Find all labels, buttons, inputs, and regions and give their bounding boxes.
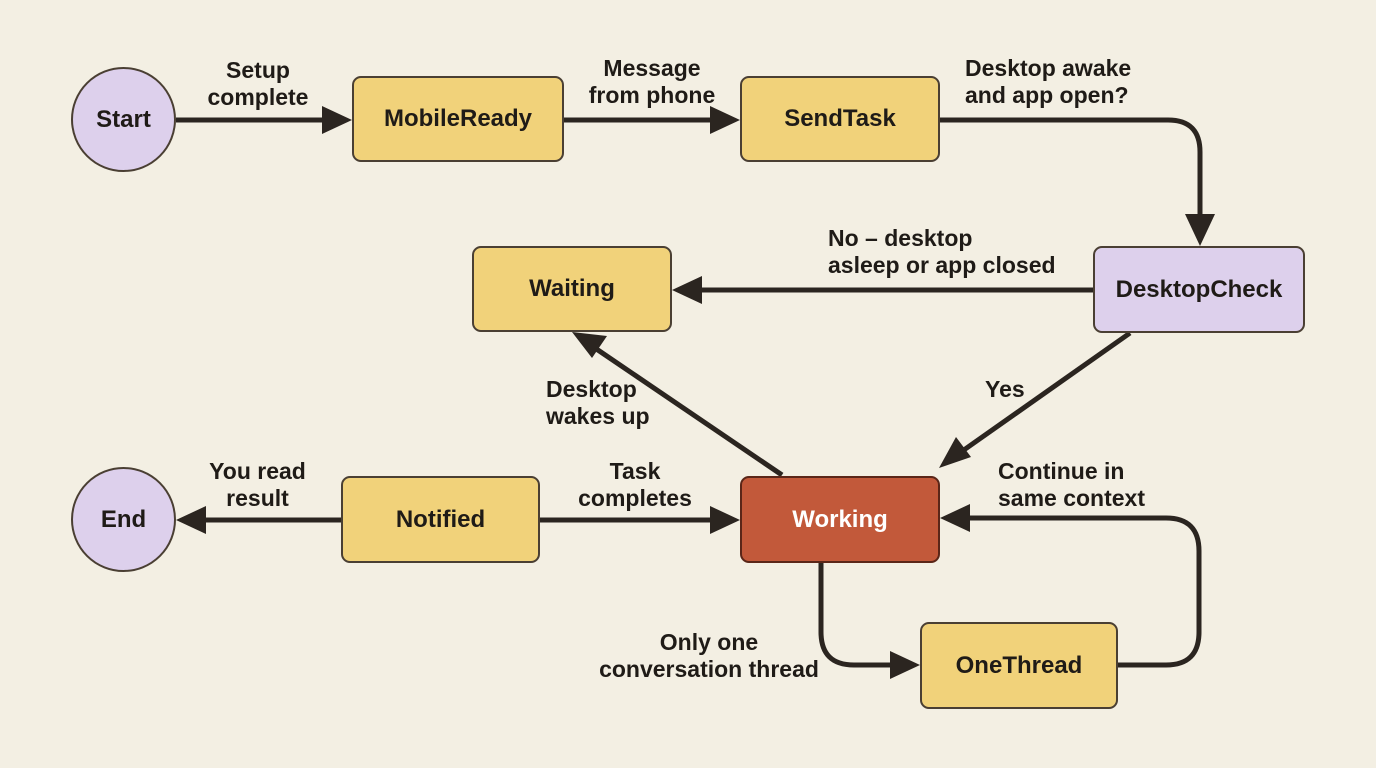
edge-sendtask-to-desktopcheck — [940, 117, 1203, 218]
label-no-desktop-asleep-line-1: No – desktop — [828, 225, 973, 251]
node-working: Working — [740, 476, 940, 563]
label-setup-complete: Setup complete — [190, 57, 326, 111]
label-setup-complete-line-2: complete — [207, 84, 309, 110]
label-desktop-wakes-up: Desktop wakes up — [546, 376, 650, 430]
label-only-one-thread-line-2: conversation thread — [599, 656, 819, 682]
arrowhead-mobileready-to-sendtask — [710, 106, 740, 134]
node-onethread: OneThread — [920, 622, 1118, 709]
arrowhead-sendtask-to-desktopcheck — [1185, 214, 1215, 246]
label-desktop-awake-line-1: Desktop awake — [965, 55, 1132, 81]
label-no-desktop-asleep-line-2: asleep or app closed — [828, 252, 1056, 278]
label-setup-complete-line-1: Setup — [226, 57, 290, 83]
label-desktop-awake: Desktop awake and app open? — [965, 55, 1131, 109]
node-waiting: Waiting — [472, 246, 672, 332]
label-you-read-result-line-1: You read — [209, 458, 306, 484]
edge-working-to-onethread — [818, 563, 892, 668]
label-task-completes: Task completes — [560, 458, 710, 512]
arrowhead-notified-to-working — [710, 506, 740, 534]
label-message-from-phone: Message from phone — [572, 55, 732, 109]
node-start: Start — [71, 67, 176, 172]
node-notified: Notified — [341, 476, 540, 563]
arrowhead-desktopcheck-to-working — [939, 437, 971, 468]
label-task-completes-line-2: completes — [578, 485, 692, 511]
node-desktopcheck: DesktopCheck — [1093, 246, 1305, 333]
arrowhead-notified-to-end — [176, 506, 206, 534]
label-task-completes-line-1: Task — [609, 458, 661, 484]
arrowhead-onethread-to-working — [940, 504, 970, 532]
arrowhead-working-to-waiting — [572, 332, 607, 358]
label-continue-same-context-line-1: Continue in — [998, 458, 1125, 484]
arrowhead-working-to-onethread — [890, 651, 920, 679]
label-continue-same-context-line-2: same context — [998, 485, 1146, 511]
label-only-one-thread-line-1: Only one — [659, 629, 759, 655]
edge-desktopcheck-to-working — [959, 330, 1132, 455]
label-desktop-awake-line-2: and app open? — [965, 82, 1129, 108]
node-sendtask: SendTask — [740, 76, 940, 162]
arrowhead-desktopcheck-to-waiting — [672, 276, 702, 304]
label-you-read-result: You read result — [190, 458, 325, 512]
arrowhead-start-to-mobileready — [322, 106, 352, 134]
edge-working-to-waiting — [590, 343, 784, 478]
label-message-from-phone-line-2: from phone — [588, 82, 716, 108]
label-only-one-thread: Only one conversation thread — [580, 629, 838, 683]
label-yes-line-1: Yes — [985, 376, 1025, 402]
label-message-from-phone-line-1: Message — [603, 55, 701, 81]
label-you-read-result-line-2: result — [226, 485, 289, 511]
label-continue-same-context: Continue in same context — [998, 458, 1145, 512]
node-mobileready: MobileReady — [352, 76, 564, 162]
label-yes: Yes — [985, 376, 1025, 403]
edge-onethread-to-working — [968, 515, 1202, 668]
label-desktop-wakes-up-line-2: wakes up — [546, 403, 650, 429]
node-end: End — [71, 467, 176, 572]
label-no-desktop-asleep: No – desktop asleep or app closed — [828, 225, 1056, 279]
label-desktop-wakes-up-line-1: Desktop — [546, 376, 637, 402]
